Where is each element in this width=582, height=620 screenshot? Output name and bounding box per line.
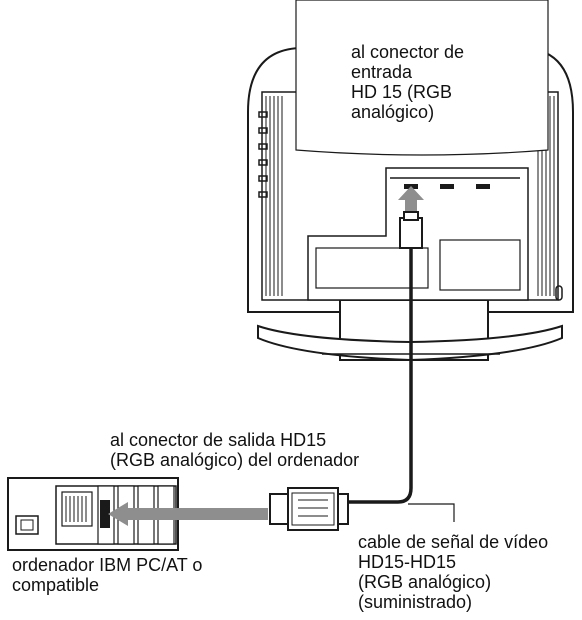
input-connector-label: al conector de entrada HD 15 (RGB analóg…	[351, 42, 465, 122]
label-card	[295, 0, 549, 156]
monitor-buttons	[258, 111, 268, 198]
monitor-insert-arrow	[398, 186, 424, 212]
computer-label: ordenador IBM PC/AT o compatible	[12, 555, 203, 595]
left-bevel	[265, 96, 283, 296]
computer-insert-arrow	[108, 502, 268, 526]
monitor-plug	[399, 211, 423, 249]
pc-plug	[269, 487, 349, 531]
monitor-ports	[404, 184, 490, 189]
signal-cable	[344, 248, 413, 504]
cable-leader-line	[408, 503, 455, 522]
output-connector-label: al conector de salida HD15 (RGB analógic…	[110, 430, 360, 470]
computer-video-port	[100, 500, 110, 528]
cable-label: cable de señal de vídeo HD15-HD15 (RGB a…	[358, 532, 549, 612]
